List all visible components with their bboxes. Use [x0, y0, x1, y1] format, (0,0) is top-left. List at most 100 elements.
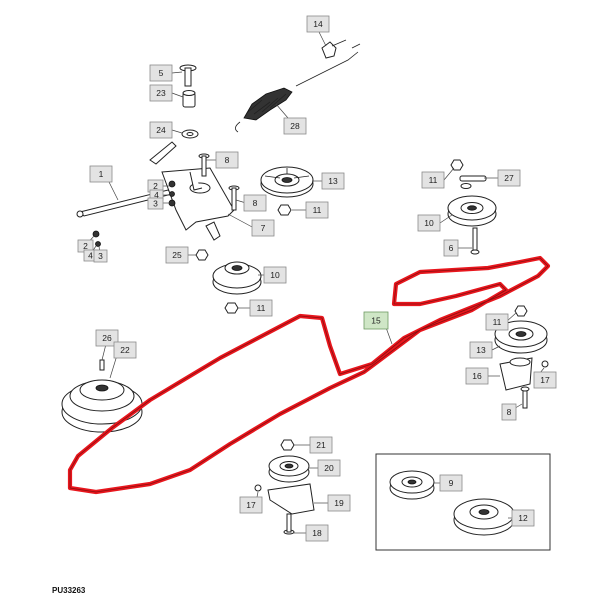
callout-11a: 11 — [305, 201, 329, 219]
svg-text:20: 20 — [324, 463, 334, 473]
leader-lines — [85, 31, 545, 534]
part-hardware-small-lower — [92, 230, 101, 247]
part-hardware-small-upper — [168, 180, 176, 207]
part-nut-21 — [280, 439, 295, 451]
svg-text:26: 26 — [102, 333, 112, 343]
callout-11c: 11 — [421, 171, 445, 189]
part-bracket-19 — [267, 483, 315, 515]
part-belt-15 — [67, 255, 551, 495]
svg-text:8: 8 — [225, 155, 230, 165]
callout-10b: 10 — [417, 214, 441, 232]
svg-text:10: 10 — [424, 218, 434, 228]
figure-reference-code: PU33263 — [52, 586, 86, 595]
part-idler-pulley-20 — [268, 455, 310, 483]
svg-text:2: 2 — [83, 241, 88, 251]
svg-text:21: 21 — [316, 440, 326, 450]
part-idler-pulley-10-center — [212, 261, 262, 295]
part-spring-rod-28 — [235, 43, 361, 133]
callout-7: 7 — [251, 219, 275, 237]
svg-text:11: 11 — [257, 303, 266, 313]
callout-3b: 3 — [93, 249, 108, 263]
svg-text:24: 24 — [156, 125, 166, 135]
svg-text:11: 11 — [429, 175, 438, 185]
svg-text:11: 11 — [313, 205, 322, 215]
svg-text:6: 6 — [449, 243, 454, 253]
svg-text:13: 13 — [476, 345, 486, 355]
callout-8b: 8 — [243, 194, 267, 212]
svg-text:9: 9 — [449, 478, 454, 488]
extension-spring-28 — [235, 87, 293, 133]
part-bolt-8-right — [520, 386, 530, 409]
callout-26: 26 — [95, 329, 119, 347]
svg-text:11: 11 — [493, 317, 502, 327]
svg-text:4: 4 — [88, 251, 93, 261]
part-bushing-23 — [182, 90, 196, 108]
inset-box — [375, 453, 551, 551]
callout-16: 16 — [465, 367, 489, 385]
part-bolt-6 — [470, 227, 480, 255]
callout-12: 12 — [511, 509, 535, 527]
part-key-26 — [99, 359, 105, 371]
part-bolt-8a — [198, 153, 210, 177]
part-bolt-18 — [283, 513, 295, 535]
svg-text:17: 17 — [246, 500, 256, 510]
svg-text:7: 7 — [261, 223, 266, 233]
callout-22: 22 — [113, 341, 137, 359]
callout-18: 18 — [305, 524, 329, 542]
part-idler-pulley-13-upper — [260, 166, 314, 198]
callout-11b: 11 — [249, 299, 273, 317]
part-pulley-12 — [453, 498, 515, 536]
callout-14: 14 — [306, 15, 330, 33]
callout-19: 19 — [327, 494, 351, 512]
svg-text:1: 1 — [99, 169, 104, 179]
part-nut-11-upper — [277, 204, 292, 216]
svg-text:15: 15 — [371, 316, 381, 326]
part-pulley-9 — [389, 470, 435, 500]
callout-10a: 10 — [263, 266, 287, 284]
callout-17b: 17 — [239, 496, 263, 514]
part-bracket-16 — [499, 357, 533, 391]
callout-11d: 11 — [485, 313, 509, 331]
part-nut-11-right-upper — [450, 159, 487, 189]
callout-13b: 13 — [469, 341, 493, 359]
svg-text:23: 23 — [156, 88, 166, 98]
svg-text:14: 14 — [313, 19, 323, 29]
part-washer-24 — [181, 129, 199, 139]
callout-3a: 3 — [147, 197, 164, 210]
svg-text:25: 25 — [172, 250, 182, 260]
svg-text:8: 8 — [253, 198, 258, 208]
svg-text:10: 10 — [270, 270, 280, 280]
svg-text:3: 3 — [98, 251, 103, 261]
part-bolt-8b — [228, 185, 240, 211]
part-nut-11-center — [224, 302, 239, 314]
part-bolt-17-lower — [254, 484, 262, 492]
callout-13a: 13 — [321, 172, 345, 190]
svg-text:27: 27 — [504, 173, 514, 183]
part-idler-arm-7 — [161, 167, 235, 241]
svg-text:16: 16 — [472, 371, 482, 381]
svg-text:8: 8 — [507, 407, 512, 417]
callout-25: 25 — [165, 246, 189, 264]
svg-text:5: 5 — [159, 68, 164, 78]
callout-8c: 8 — [501, 403, 517, 421]
svg-text:3: 3 — [153, 199, 158, 209]
part-drive-pulley-22 — [61, 379, 143, 433]
svg-text:17: 17 — [540, 375, 550, 385]
svg-text:22: 22 — [120, 345, 130, 355]
part-bolt-5 — [179, 64, 197, 87]
callout-23: 23 — [149, 84, 173, 102]
part-bracket-14 — [321, 39, 347, 59]
svg-text:28: 28 — [290, 121, 300, 131]
part-bolt-17-right — [541, 360, 549, 368]
svg-text:2: 2 — [153, 181, 158, 191]
callout-8a: 8 — [215, 151, 239, 169]
callout-21: 21 — [309, 436, 333, 454]
callout-6: 6 — [443, 239, 459, 257]
part-nut-25 — [195, 249, 209, 261]
part-nut-11-right-lower — [514, 305, 528, 317]
callout-1: 1 — [89, 165, 113, 183]
svg-text:12: 12 — [518, 513, 528, 523]
callout-28: 28 — [283, 117, 307, 135]
callout-20: 20 — [317, 459, 341, 477]
